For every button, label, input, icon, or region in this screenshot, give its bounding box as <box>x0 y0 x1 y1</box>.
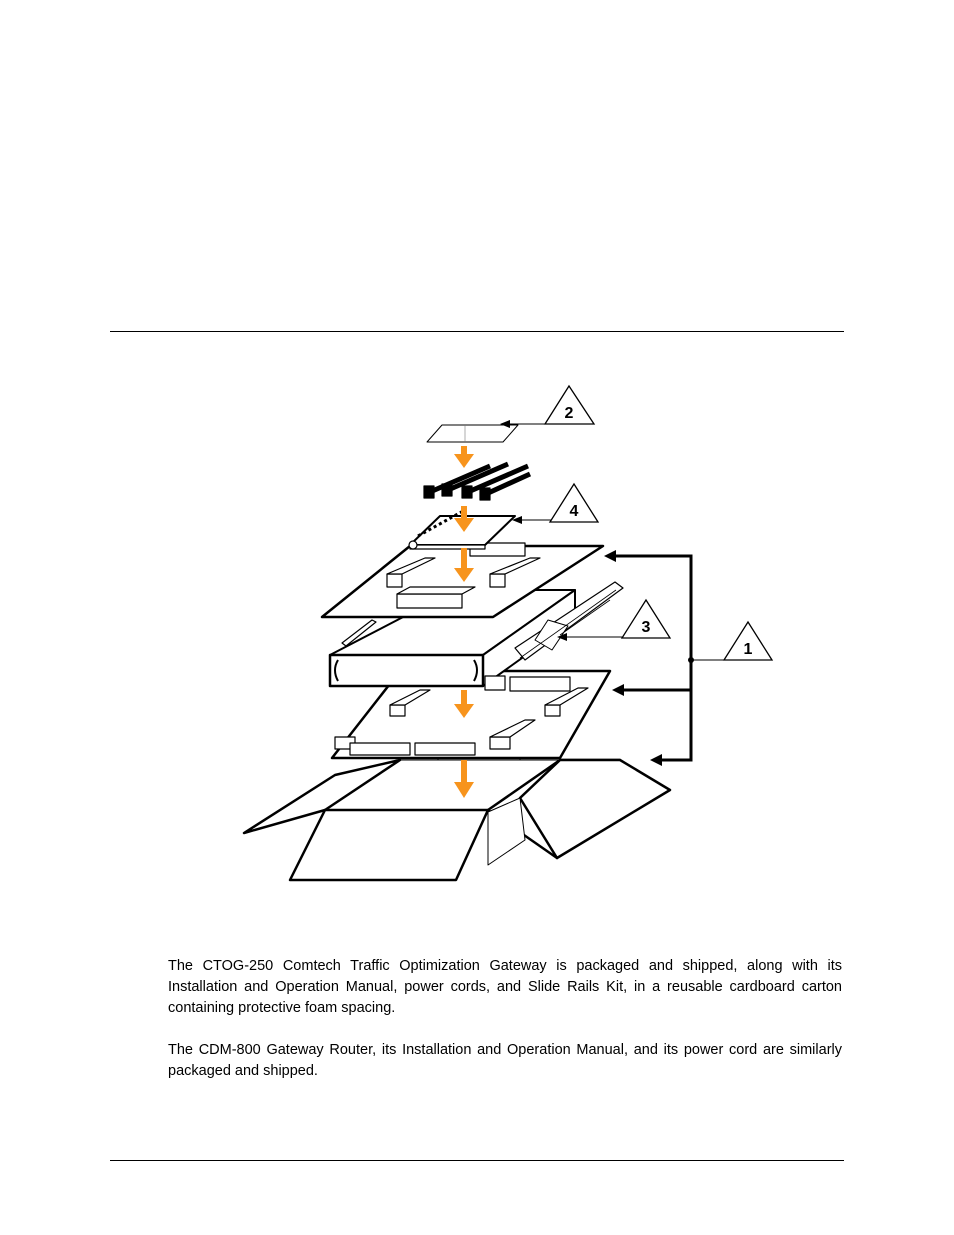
callout-3-label: 3 <box>642 619 651 636</box>
documentation-sheet <box>426 424 519 443</box>
callout-leaders <box>508 423 725 661</box>
body-paragraph-ctog: The CTOG-250 Comtech Traffic Optimizatio… <box>168 958 842 1016</box>
footer-divider <box>110 1160 844 1161</box>
manual-binder <box>408 508 516 550</box>
callout-1-triangle <box>722 620 774 661</box>
callout-2-triangle <box>543 384 596 425</box>
callout-4-triangle <box>548 482 600 523</box>
packaging-diagram: 2 4 3 1 <box>242 384 774 882</box>
callout-1-bracket <box>610 554 693 762</box>
upper-foam-tray <box>320 542 605 619</box>
callout-2-label: 2 <box>565 405 574 422</box>
power-cords <box>423 461 532 501</box>
slide-rail-kit <box>514 581 624 661</box>
callout-1-label: 1 <box>744 641 753 658</box>
lower-foam-tray <box>330 669 612 760</box>
assembly-arrows <box>454 446 474 798</box>
body-paragraph-cdm: The CDM-800 Gateway Router, its Installa… <box>168 1042 842 1079</box>
router-unit <box>328 589 576 691</box>
shipping-carton <box>242 757 672 882</box>
callout-3-triangle <box>620 598 672 639</box>
header-divider <box>110 331 844 332</box>
callout-4-label: 4 <box>570 503 579 520</box>
